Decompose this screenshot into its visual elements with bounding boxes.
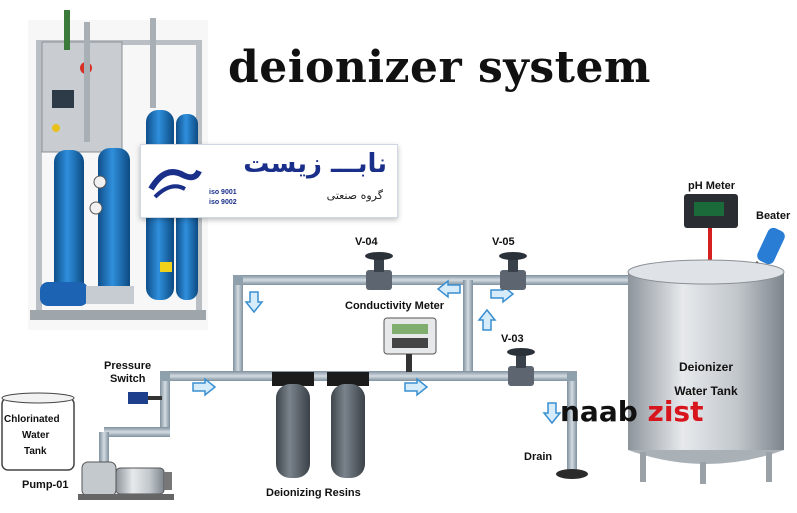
watermark-naab: naab — [560, 395, 638, 428]
watermark: naab zist — [560, 395, 703, 428]
arrow-right-icon — [192, 377, 217, 397]
label-water: Water — [22, 430, 50, 441]
arrow-down-icon — [244, 291, 264, 314]
arrow-left-icon — [436, 279, 461, 299]
brand-subtitle: گروه صنعتی — [326, 189, 383, 202]
flow-arrows — [192, 279, 562, 425]
pump-01 — [78, 461, 174, 500]
piping — [99, 275, 630, 470]
label-deionizing-resins: Deionizing Resins — [266, 487, 361, 499]
conductivity-meter — [383, 317, 437, 372]
label-pump: Pump-01 — [22, 479, 69, 491]
brand-name: نابـــ زیست — [243, 149, 387, 179]
label-conductivity-meter: Conductivity Meter — [345, 300, 445, 312]
label-tank: Tank — [24, 446, 47, 457]
label-switch: Switch — [110, 373, 146, 385]
pressure-switch — [128, 392, 162, 404]
valve-v03 — [507, 348, 535, 386]
valve-v04 — [365, 252, 393, 290]
label-v03: V-03 — [501, 333, 524, 345]
iso-2: iso 9002 — [209, 199, 237, 206]
label-pressure: Pressure — [104, 360, 152, 372]
arrow-down-icon — [542, 402, 562, 425]
label-v05: V-05 — [492, 236, 515, 248]
label-beater: Beater — [756, 210, 791, 222]
deionizing-resins — [272, 372, 369, 478]
iso-1: iso 9001 — [209, 189, 237, 196]
label-water-tank: Water Tank — [674, 384, 738, 398]
watermark-zist: zist — [647, 395, 704, 428]
ph-meter — [684, 194, 738, 264]
page-title: deionizer system — [228, 42, 651, 93]
arrow-up-icon — [477, 308, 497, 331]
arrow-right-icon — [404, 377, 429, 397]
chlorinated-water-tank — [1, 392, 75, 471]
label-drain: Drain — [524, 451, 553, 463]
wave-logo-icon — [145, 151, 205, 211]
label-chlorinated: Chlorinated — [4, 414, 60, 425]
valve-v05 — [499, 252, 527, 290]
drain-outlet — [556, 469, 588, 479]
deionizer-water-tank — [627, 259, 785, 484]
label-v04: V-04 — [355, 236, 378, 248]
label-deionizer: Deionizer — [678, 360, 733, 374]
label-ph-meter: pH Meter — [688, 180, 736, 192]
company-logo: نابـــ زیست گروه صنعتی iso 9001 iso 9002 — [140, 144, 398, 218]
